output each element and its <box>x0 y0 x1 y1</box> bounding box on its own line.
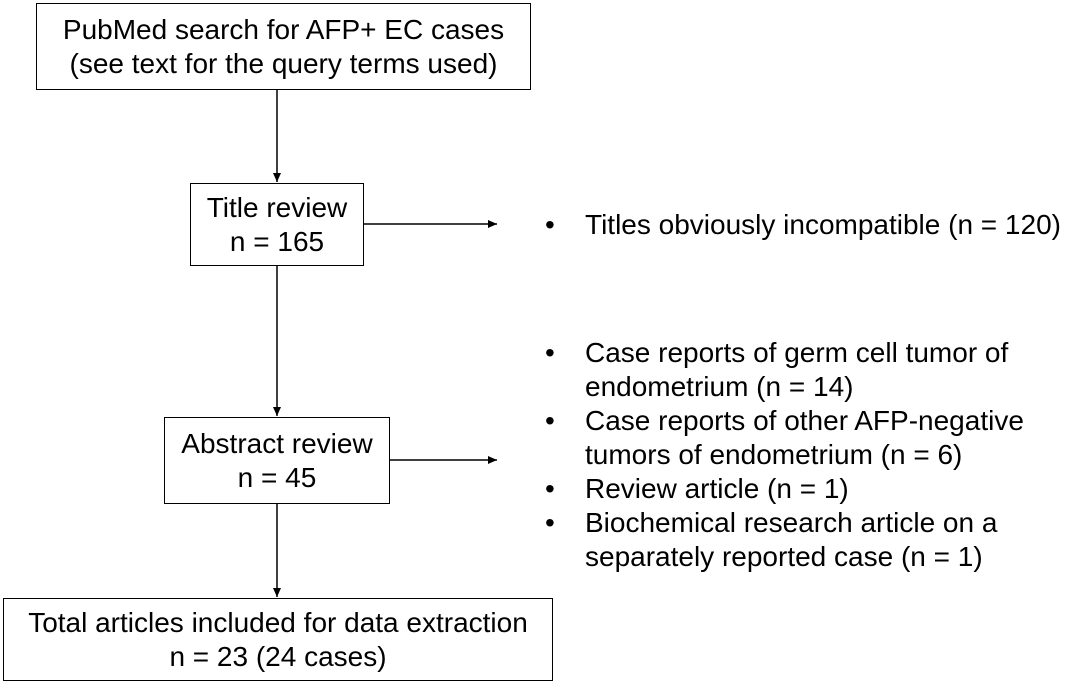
exclusion-item-line: tumors of endometrium (n = 6) <box>585 439 963 470</box>
title-exclusion-list: Titles obviously incompatible (n = 120) <box>541 208 1061 242</box>
total-articles-count: n = 23 (24 cases) <box>169 640 387 672</box>
search-box: PubMed search for AFP+ EC cases (see tex… <box>36 3 531 90</box>
title-review-box: Title review n = 165 <box>190 183 364 266</box>
exclusion-item-line: Case reports of germ cell tumor of <box>585 337 1009 368</box>
title-review-count: n = 165 <box>229 225 325 257</box>
total-articles-box: Total articles included for data extract… <box>3 598 553 681</box>
exclusion-item: Titles obviously incompatible (n = 120) <box>541 208 1061 242</box>
abstract-review-count: n = 45 <box>237 461 317 493</box>
abstract-review-label: Abstract review <box>181 427 373 459</box>
exclusion-item: Biochemical research article on a separa… <box>541 506 1024 574</box>
search-box-line1: PubMed search for AFP+ EC cases <box>62 13 505 45</box>
exclusion-item-line: Titles obviously incompatible (n = 120) <box>585 209 1061 240</box>
exclusion-item: Case reports of other AFP-negative tumor… <box>541 404 1024 472</box>
abstract-exclusion-list: Case reports of germ cell tumor of endom… <box>541 336 1024 574</box>
exclusion-item: Review article (n = 1) <box>541 472 1024 506</box>
exclusion-item-line: Case reports of other AFP-negative <box>585 405 1024 436</box>
exclusion-item-line: Biochemical research article on a <box>585 507 998 538</box>
exclusion-item-line: separately reported case (n = 1) <box>585 541 983 572</box>
total-articles-label: Total articles included for data extract… <box>28 606 528 638</box>
exclusion-item: Case reports of germ cell tumor of endom… <box>541 336 1024 404</box>
title-review-label: Title review <box>206 191 348 223</box>
exclusion-item-line: endometrium (n = 14) <box>585 371 854 402</box>
abstract-review-box: Abstract review n = 45 <box>164 417 390 504</box>
exclusion-item-line: Review article (n = 1) <box>585 473 849 504</box>
search-box-line2: (see text for the query terms used) <box>69 47 498 79</box>
